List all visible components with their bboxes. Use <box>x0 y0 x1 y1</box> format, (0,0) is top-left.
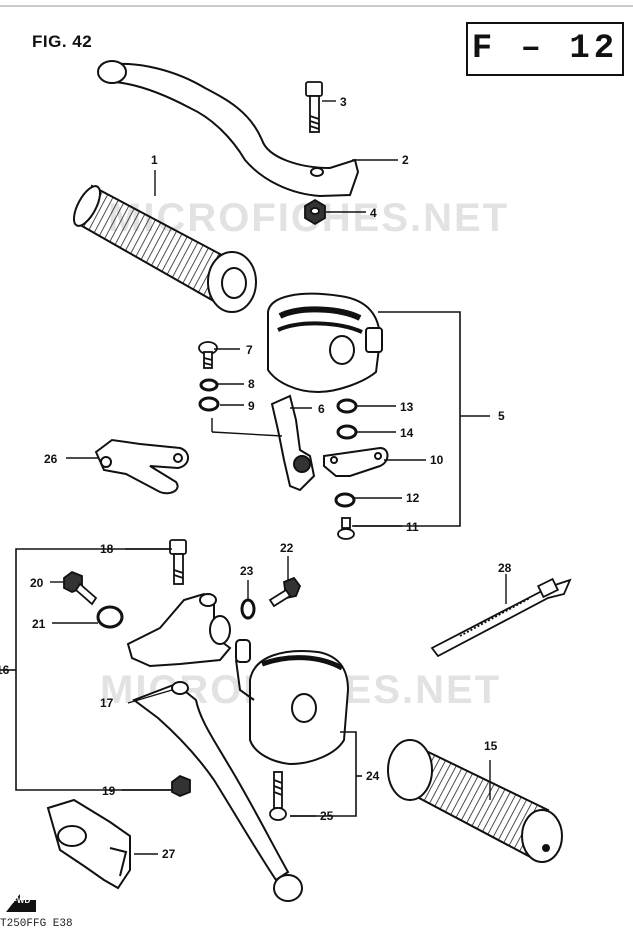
washer-9 <box>198 396 220 412</box>
switch-housing-upper <box>267 292 383 394</box>
nut-19 <box>171 774 191 797</box>
callout-24: 24 <box>366 769 380 783</box>
leader-lines <box>50 100 507 855</box>
switch-housing-lower <box>235 639 350 766</box>
callout-14: 14 <box>400 426 414 440</box>
callout-27: 27 <box>162 847 176 861</box>
fwd-arrow-icon <box>6 894 36 912</box>
switch-plate-10 <box>323 446 389 477</box>
callout-9: 9 <box>248 399 255 413</box>
handlebar-grip-left <box>72 184 257 313</box>
callout-5: 5 <box>498 409 505 423</box>
callout-18: 18 <box>100 542 114 556</box>
screw-22 <box>268 576 302 608</box>
screw-11 <box>337 517 355 540</box>
handlebar-grip-right <box>387 739 563 863</box>
callout-26: 26 <box>44 452 58 466</box>
screw-25 <box>269 771 287 821</box>
bolt-20 <box>63 570 98 606</box>
callout-20: 20 <box>30 576 44 590</box>
washer-8 <box>199 378 219 392</box>
page-code-box: F – 12 <box>466 22 624 76</box>
callout-4: 4 <box>370 206 377 220</box>
washer-23 <box>240 598 256 620</box>
callout-2: 2 <box>402 153 409 167</box>
callout-12: 12 <box>406 491 420 505</box>
figure-label: FIG. 42 <box>32 32 93 51</box>
clutch-lever-top <box>97 60 360 198</box>
lever-holder <box>126 592 232 668</box>
page-code: F – 12 <box>471 30 619 68</box>
callout-1: 1 <box>151 153 158 167</box>
callout-13: 13 <box>400 400 414 414</box>
callout-28: 28 <box>498 561 512 575</box>
callout-8: 8 <box>248 377 255 391</box>
callout-7: 7 <box>246 343 253 357</box>
callout-23: 23 <box>240 564 254 578</box>
nut-4 <box>304 198 326 226</box>
brake-lever <box>131 681 303 902</box>
callout-6: 6 <box>318 402 325 416</box>
callout-22: 22 <box>280 541 294 555</box>
bolt-3 <box>305 81 323 133</box>
callout-25: 25 <box>320 809 334 823</box>
switch-lever-6 <box>270 394 316 492</box>
callout-10: 10 <box>430 453 444 467</box>
callout-21: 21 <box>32 617 46 631</box>
callout-16: 16 <box>0 663 10 677</box>
lever-cover-27 <box>46 798 131 890</box>
washer-12 <box>334 492 356 508</box>
clamp-26 <box>94 438 189 495</box>
screw-7 <box>198 341 218 369</box>
cable-tie-28 <box>430 577 572 658</box>
callout-11: 11 <box>406 520 419 534</box>
callout-17: 17 <box>100 696 114 710</box>
callout-19: 19 <box>102 784 116 798</box>
fwd-label: FWD <box>12 896 31 905</box>
group-bracket-24 <box>290 731 357 817</box>
footer-code: T250FFG E38 <box>0 918 73 930</box>
washer-21 <box>96 605 124 629</box>
bolt-18 <box>169 539 187 585</box>
callout-3: 3 <box>340 95 347 109</box>
callout-15: 15 <box>484 739 498 753</box>
group-bracket-5 <box>352 311 461 527</box>
washer-13 <box>336 398 358 414</box>
washer-14 <box>336 424 358 440</box>
